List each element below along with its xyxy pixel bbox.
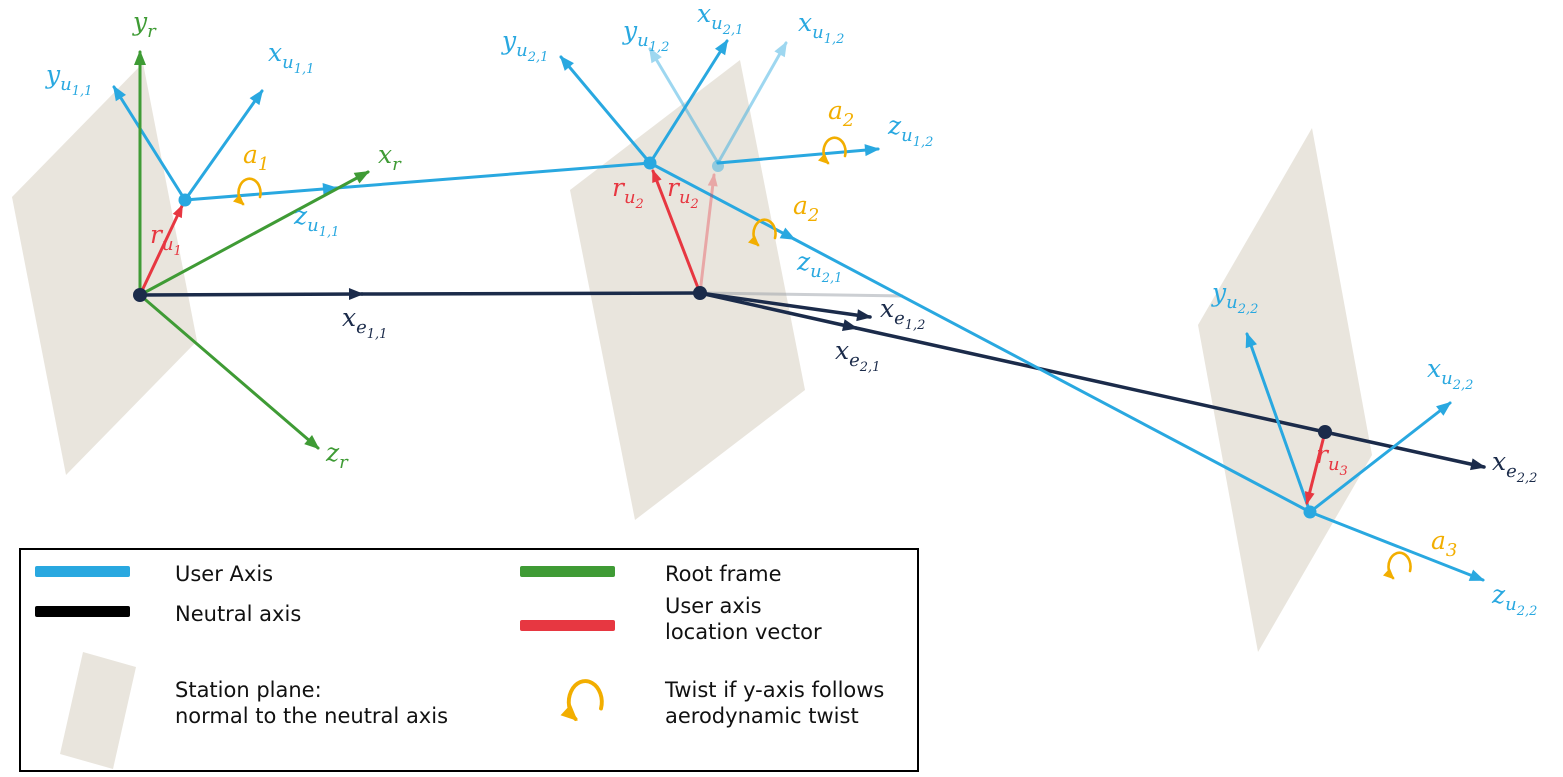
twist-arrow-a3 (1389, 553, 1411, 578)
legend-station-plane-swatch (60, 652, 136, 769)
neutral-node-1 (133, 288, 147, 302)
label-a2-upper: a2 (828, 96, 854, 131)
neutral-node-3 (1318, 425, 1332, 439)
neutral-node-2 (693, 286, 707, 300)
label-x-u12: xu1,2 (798, 8, 844, 47)
location-vectors (138, 169, 1327, 505)
station-plane-1 (12, 63, 197, 475)
label-z-u12: zu1,2 (887, 111, 933, 150)
station-plane-2 (570, 60, 805, 520)
root-x-arrow (138, 170, 370, 297)
label-z-r: zr (325, 438, 349, 473)
user-node-2 (643, 156, 657, 170)
legend-location-vector-label-1: User axis (665, 594, 762, 618)
legend-twist-label-2: aerodynamic twist (665, 704, 859, 728)
root-z-arrow (138, 293, 320, 450)
label-x-e12: xe1,2 (880, 294, 925, 333)
neutral-axis-ghost-continuation (699, 291, 904, 298)
neutral-axis-xe12-arrow (698, 291, 872, 322)
user-y21-arrow (559, 55, 652, 165)
ru2-vector-ghost (698, 173, 718, 295)
legend-location-vector-swatch (520, 620, 615, 631)
label-z-u11: zu1,1 (293, 201, 339, 240)
legend-root-frame-swatch (520, 566, 615, 577)
user-frame-2-1 (559, 39, 1312, 514)
label-x-e21: xe2,1 (835, 336, 880, 375)
user-node-2-ghost (712, 160, 724, 172)
neutral-axis-xe11-arrow (138, 288, 364, 301)
user-x11-arrow (183, 89, 264, 202)
label-y-u21: yu2,1 (501, 26, 548, 65)
neutral-axis-segment-1 (360, 291, 702, 296)
user-z12-arrow (716, 144, 880, 165)
label-a3: a3 (1431, 526, 1457, 561)
label-x-u21: xu2,1 (697, 0, 743, 38)
neutral-axis-segment-2 (854, 326, 1327, 434)
legend-station-plane-label-2: normal to the neutral axis (175, 704, 448, 728)
label-y-u22: yu2,2 (1211, 278, 1258, 317)
label-x-r: xr (378, 140, 402, 175)
ru2-vector (651, 169, 702, 295)
neutral-axis (138, 288, 1486, 471)
user-z21-arrow (648, 161, 796, 241)
legend-station-plane-label-1: Station plane: (175, 678, 322, 702)
legend-user-axis-swatch (35, 566, 130, 577)
twist-arrow-a2-upper (824, 138, 846, 163)
ru3-vector (1304, 430, 1327, 505)
user-node-1 (178, 193, 192, 207)
label-x-u22: xu2,2 (1427, 354, 1473, 393)
twist-arrow-a1 (239, 179, 261, 204)
legend-neutral-axis-label: Neutral axis (175, 602, 301, 626)
label-y-u11: yu1,1 (45, 60, 92, 99)
user-z22-arrow (1308, 510, 1485, 582)
label-a1: a1 (243, 140, 269, 175)
user-frame-2-2 (1245, 332, 1485, 582)
label-r-u1: ru1 (150, 220, 182, 259)
neutral-axis-xe21-arrow (698, 291, 858, 332)
user-x12-arrow (716, 41, 788, 165)
user-x21-arrow (648, 39, 729, 165)
legend-twist-label-1: Twist if y-axis follows (664, 678, 884, 702)
ru1-vector (138, 204, 184, 297)
user-node-3 (1303, 505, 1317, 519)
user-y11-arrow (112, 85, 187, 202)
label-y-r: yr (132, 7, 157, 42)
user-y12-arrow (648, 47, 720, 165)
user-frame-1-2-ghost (648, 41, 788, 165)
legend-root-frame-label: Root frame (665, 562, 782, 586)
label-x-e11: xe1,1 (342, 303, 387, 342)
label-a2-lower: a2 (793, 191, 819, 226)
legend: User Axis Neutral axis Station plane: no… (19, 548, 919, 772)
station-plane-3 (1198, 128, 1372, 652)
label-r-u2: ru2 (612, 173, 644, 212)
legend-user-axis-label: User Axis (175, 562, 273, 586)
neutral-axis-xe22-arrow (1323, 430, 1486, 471)
label-x-u11: xu1,1 (268, 38, 314, 77)
legend-location-vector-label-2: location vector (665, 620, 822, 644)
label-x-e22: xe2,2 (1492, 447, 1537, 486)
label-r-u3: ru3 (1316, 440, 1348, 479)
user-y22-arrow (1245, 332, 1312, 514)
user-z21-extension (792, 237, 1312, 514)
root-frame (134, 50, 370, 450)
legend-box (19, 548, 919, 772)
user-x22-arrow (1308, 401, 1452, 514)
user-z11-extension (334, 161, 652, 190)
legend-neutral-axis-swatch (35, 606, 130, 617)
label-z-u22: zu2,2 (1491, 580, 1537, 619)
label-r-u2-ghost: ru2 (667, 173, 699, 212)
label-z-u21: zu2,1 (796, 247, 842, 286)
label-y-u12: yu1,2 (622, 16, 669, 55)
